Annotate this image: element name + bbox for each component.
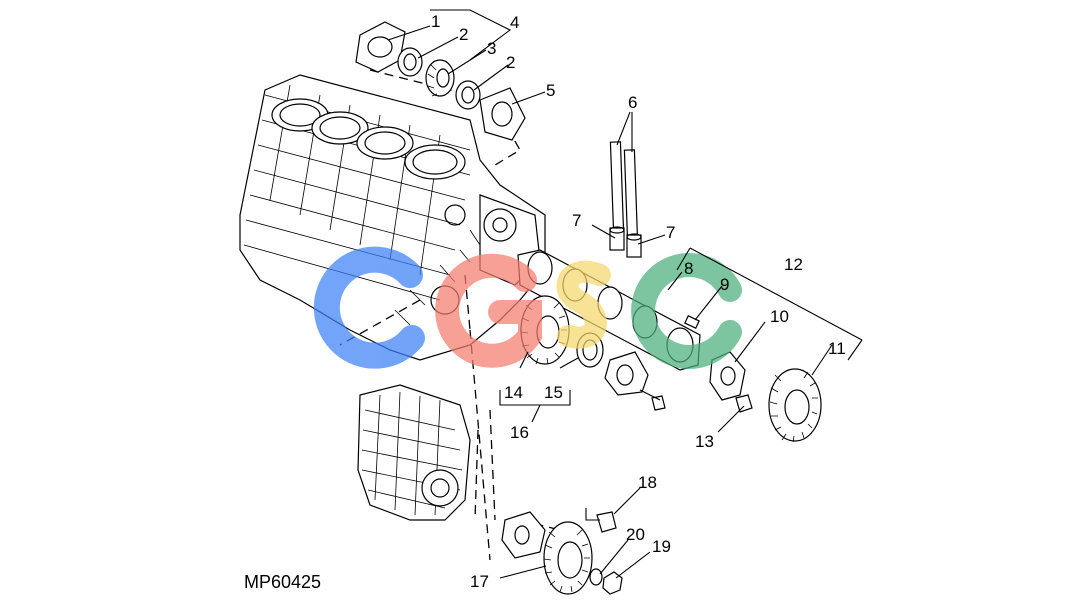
leader-lines — [387, 9, 863, 579]
callout-17: 17 — [470, 572, 489, 591]
callout-9: 9 — [720, 275, 729, 294]
lower-housing — [357, 384, 471, 521]
callout-10: 10 — [770, 307, 789, 326]
callout-labels: 1 2 3 4 2 5 6 7 7 8 9 12 10 11 13 14 15 … — [431, 12, 846, 591]
callout-14: 14 — [504, 383, 523, 402]
callout-6: 6 — [628, 93, 637, 112]
callout-16: 16 — [510, 423, 529, 442]
callout-8: 8 — [684, 259, 693, 278]
callout-5: 5 — [546, 81, 555, 100]
callout-13: 13 — [695, 432, 714, 451]
callout-2b: 2 — [506, 53, 515, 72]
thrust-plate-group — [709, 351, 822, 443]
lower-gear-group — [501, 511, 623, 595]
callout-19: 19 — [652, 537, 671, 556]
callout-12: 12 — [784, 255, 803, 274]
callout-3: 3 — [487, 39, 496, 58]
callout-20: 20 — [626, 525, 645, 544]
callout-7b: 7 — [666, 223, 675, 242]
callout-18: 18 — [638, 473, 657, 492]
figure-id-label: MP60425 — [244, 572, 321, 592]
top-bearing-group — [355, 21, 526, 141]
callout-1: 1 — [431, 12, 440, 31]
callout-2a: 2 — [459, 25, 468, 44]
follower-group — [609, 141, 642, 258]
watermark-logo — [313, 246, 742, 369]
callout-15: 15 — [544, 383, 563, 402]
callout-11: 11 — [828, 339, 846, 358]
callout-4: 4 — [510, 13, 519, 32]
callout-7a: 7 — [572, 211, 581, 230]
